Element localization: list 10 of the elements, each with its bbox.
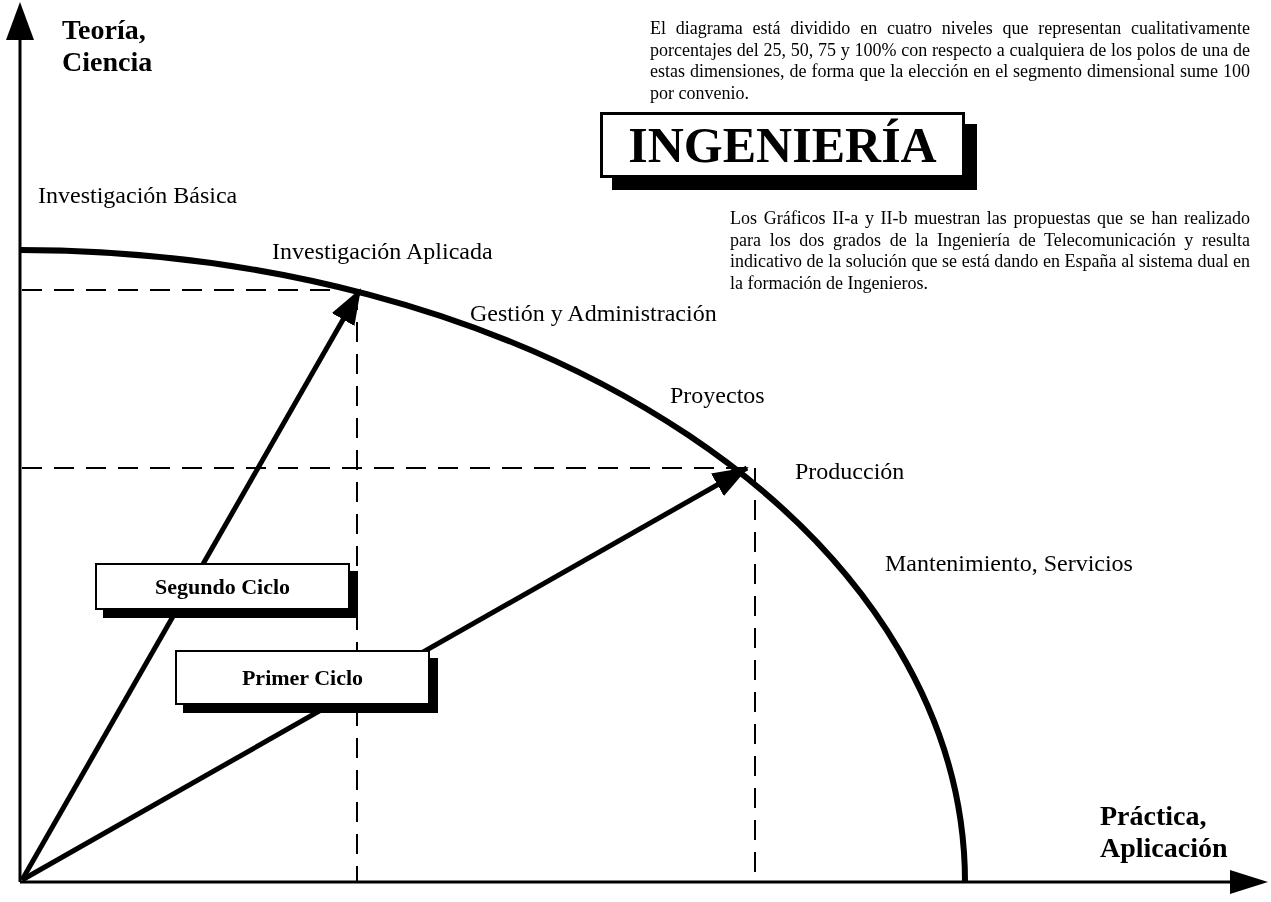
axis-title: Teoría, Ciencia — [62, 14, 154, 79]
note-paragraph: Los Gráficos II-a y II-b muestran las propuestas que se han realizado para los dos grados de la Ingeniería de Telecomunicación y resulta indicativo de la solución que se está dando en España al sistema dual en la formación de Ingenieros. — [730, 208, 1250, 295]
level-label: Investigación Aplicada — [272, 238, 493, 266]
axis-title: Práctica, Aplicación — [1100, 800, 1229, 865]
level-label: Investigación Básica — [38, 182, 238, 210]
level-label: Mantenimiento, Servicios — [885, 550, 1133, 578]
level-label: Proyectos — [670, 382, 765, 410]
level-label: Gestión y Administración — [470, 300, 717, 328]
level-label: Producción — [795, 458, 905, 486]
note-paragraph: El diagrama está dividido en cuatro niveles que representan cualitativamente porcentajes del 25, 50, 75 y 100% con respecto a cualquiera de los polos de una de estas dimensiones, de forma que la elección en el segmento dimensional sume 100 por convenio. — [650, 18, 1250, 105]
